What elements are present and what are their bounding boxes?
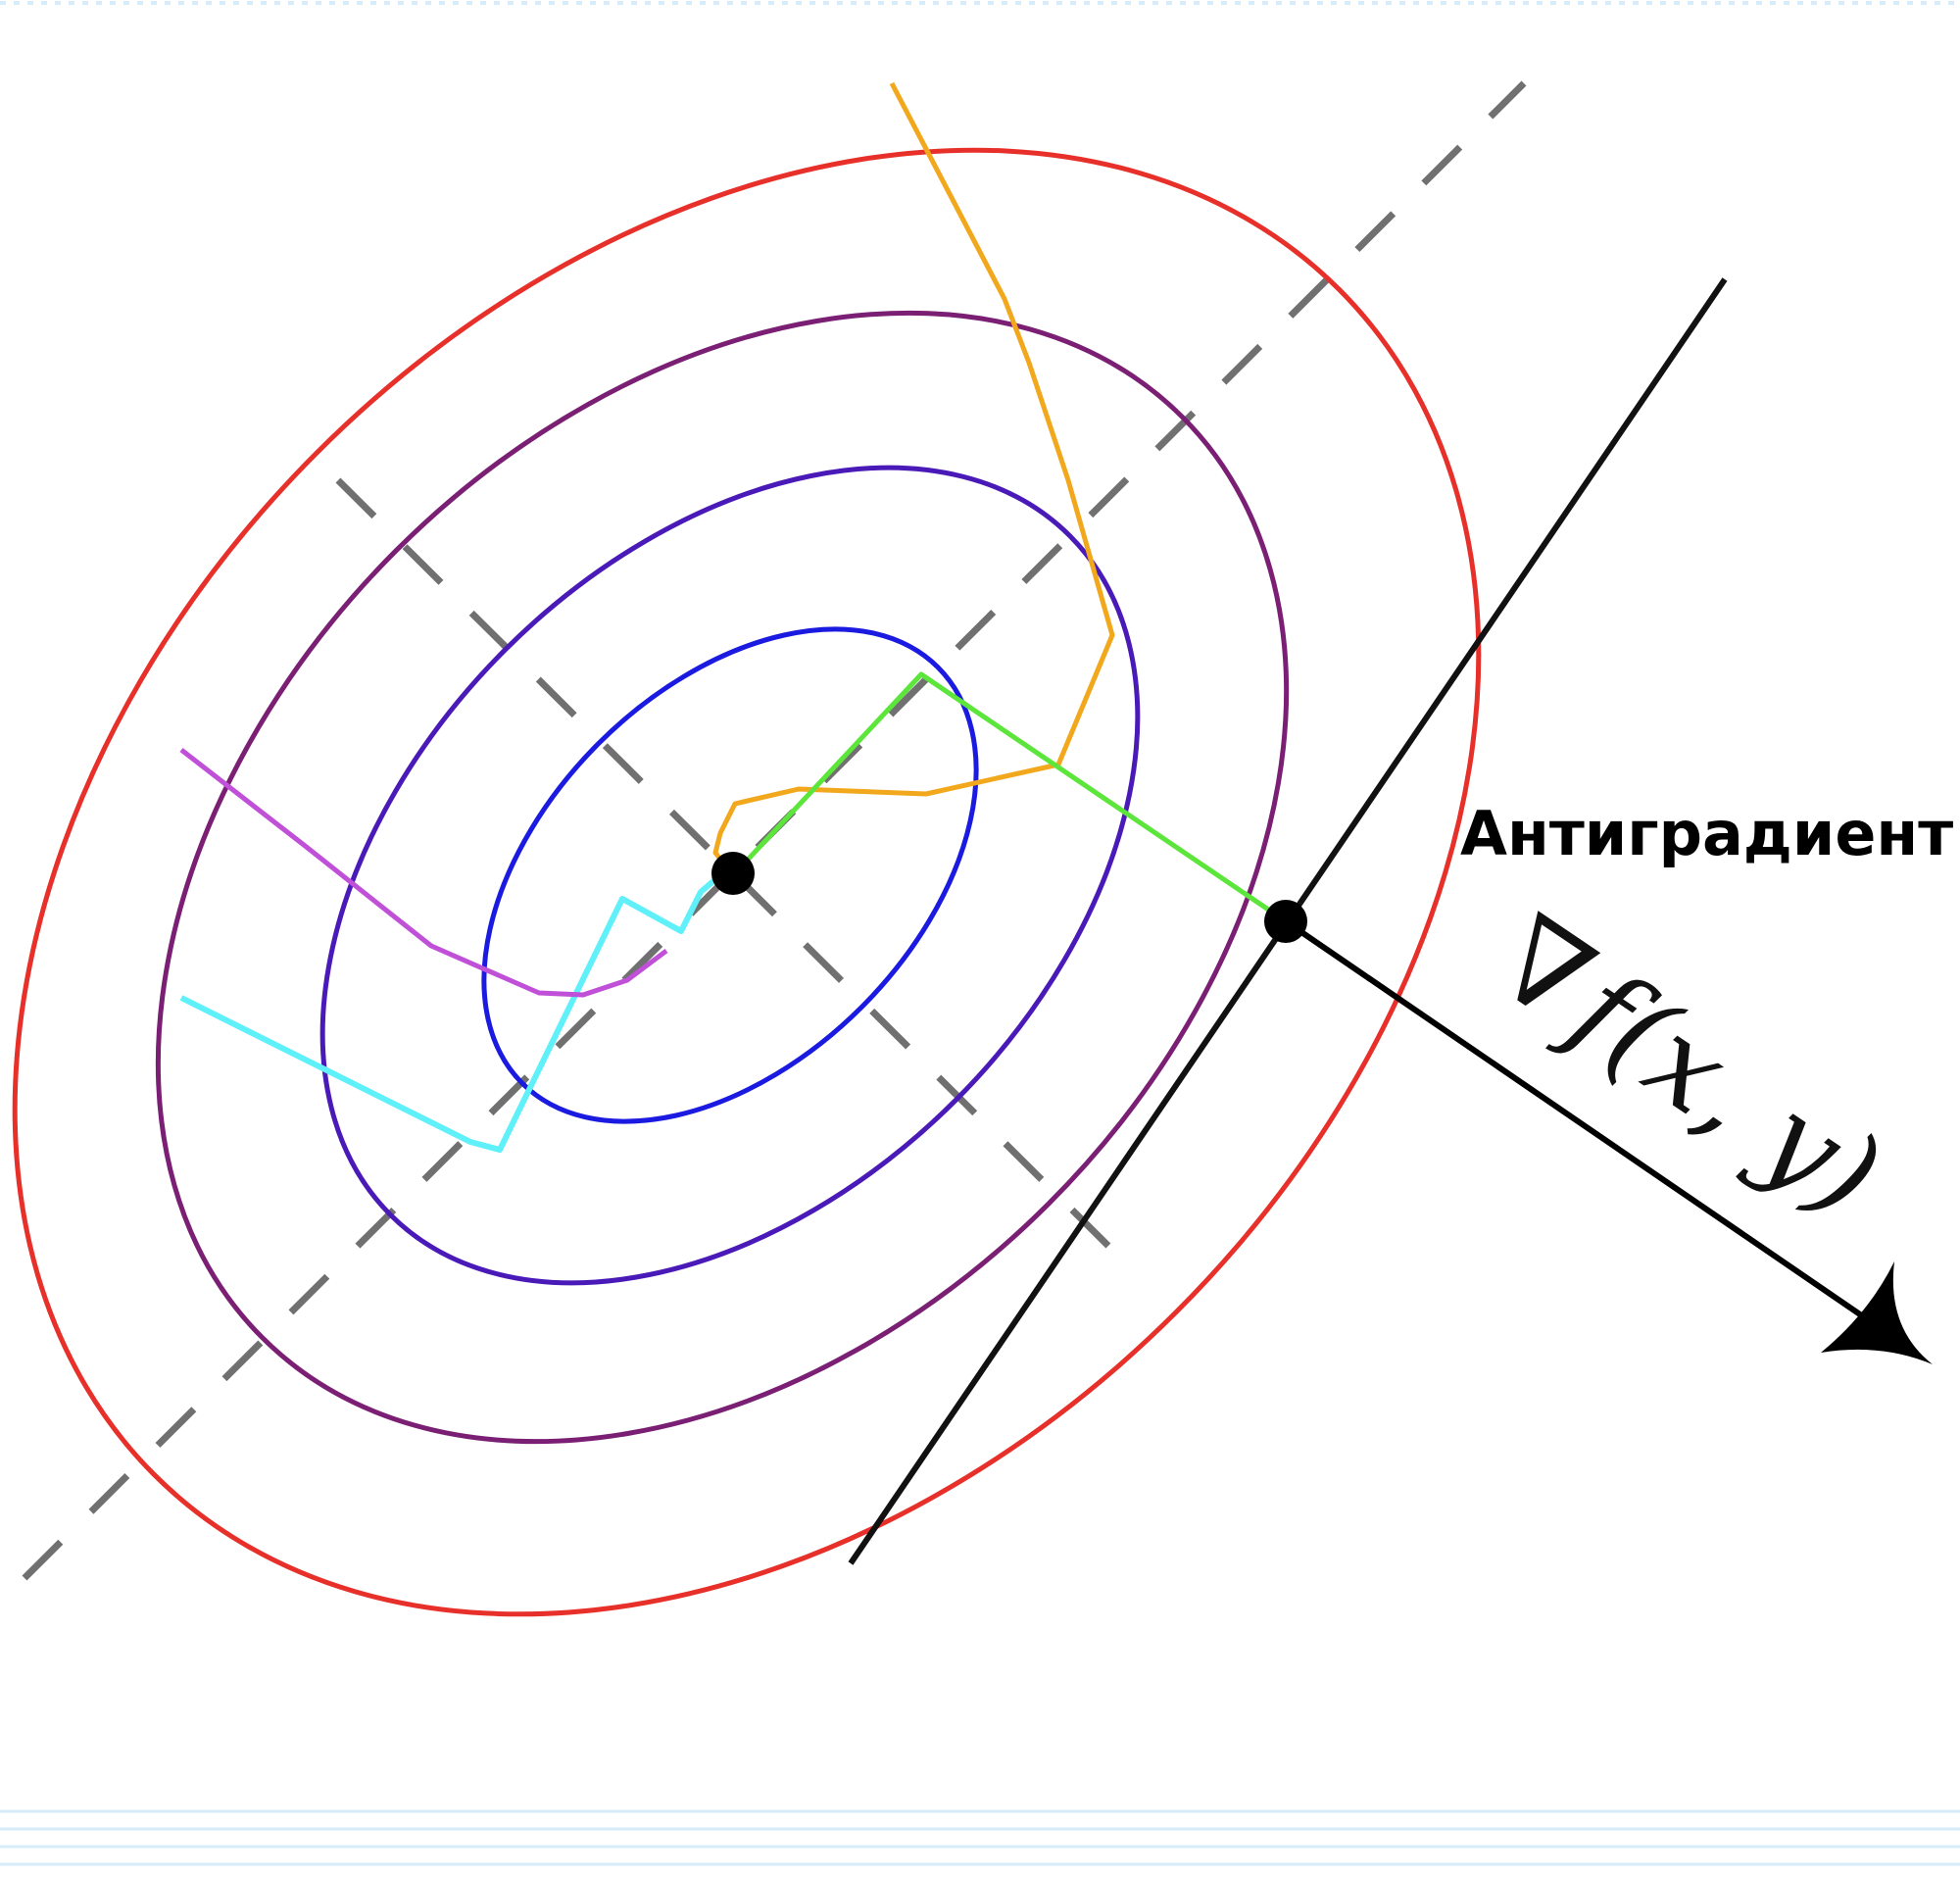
gradient-arrow-shaft: [1284, 918, 1918, 1356]
contour-lines: [12, 147, 1482, 1617]
contour-third: [319, 465, 1141, 1286]
path-cyan: [179, 872, 722, 1153]
gradient-formula: ∇ f(x, y): [1472, 891, 1905, 1244]
gradient-expression: f(x, y): [1543, 938, 1904, 1243]
gradient-arrowhead: [1821, 1261, 1933, 1364]
minimum-point: [711, 852, 755, 895]
path-green: [731, 671, 1288, 924]
contour-second: [155, 310, 1290, 1445]
antigradient-label: Антиградиент: [1460, 798, 1953, 869]
contour-inner: [481, 626, 979, 1124]
path-orange: [712, 81, 1115, 877]
contour-outer: [12, 147, 1482, 1617]
bottom-grid-strip: [0, 1809, 1960, 1866]
path-magenta: [179, 748, 668, 998]
